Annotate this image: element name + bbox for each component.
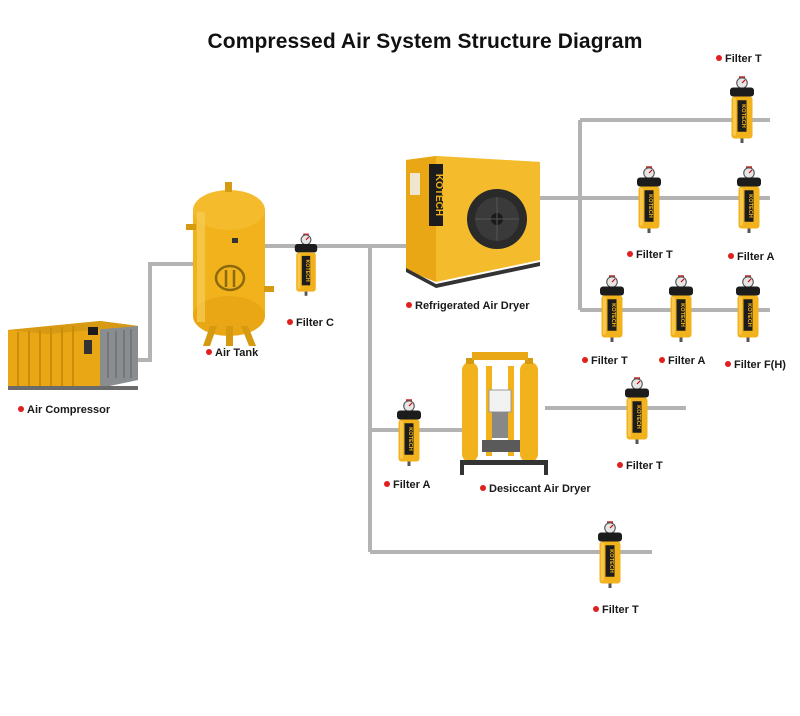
marker-dot	[728, 253, 734, 259]
marker-dot	[287, 319, 293, 325]
marker-dot	[384, 481, 390, 487]
air-tank	[186, 182, 274, 346]
marker-dot	[480, 485, 486, 491]
filter-fh	[735, 274, 761, 343]
label-filter-t-top: Filter T	[716, 53, 762, 66]
label-filter-a-low: Filter A	[659, 355, 706, 368]
label-filter-t-bottom: Filter T	[593, 604, 639, 617]
label-filter-a-desiccant: Filter A	[384, 479, 431, 492]
filter-a-desiccant	[396, 398, 422, 467]
label-filter-t-low: Filter T	[582, 355, 628, 368]
label-desiccant-air-dryer: Desiccant Air Dryer	[480, 483, 591, 496]
diagram-title: Compressed Air System Structure Diagram	[207, 30, 643, 53]
filter-a-mid	[736, 165, 762, 234]
marker-dot	[659, 357, 665, 363]
label-air-compressor: Air Compressor	[18, 404, 110, 417]
svg-text:KOTECH: KOTECH	[433, 174, 444, 216]
label-filter-t-desiccant: Filter T	[617, 460, 663, 473]
marker-dot	[716, 55, 722, 61]
marker-dot	[206, 349, 212, 355]
filter-t-top	[729, 75, 755, 144]
marker-dot	[725, 361, 731, 367]
refrigerated-air-dryer: KOTECH	[406, 156, 540, 288]
desiccant-air-dryer	[460, 352, 548, 475]
label-filter-t-mid: Filter T	[627, 249, 673, 262]
filter-t-desiccant	[624, 376, 650, 445]
filter-c	[294, 232, 318, 297]
label-filter-a-mid: Filter A	[728, 251, 775, 264]
filter-t-bottom	[597, 520, 623, 589]
filter-t-low	[599, 274, 625, 343]
marker-dot	[406, 302, 412, 308]
label-refrigerated-air-dryer: Refrigerated Air Dryer	[406, 300, 530, 313]
marker-dot	[582, 357, 588, 363]
label-filter-c: Filter C	[287, 317, 334, 330]
filter-a-low	[668, 274, 694, 343]
marker-dot	[627, 251, 633, 257]
marker-dot	[617, 462, 623, 468]
label-air-tank: Air Tank	[206, 347, 258, 360]
air-compressor	[8, 321, 138, 390]
marker-dot	[18, 406, 24, 412]
filter-t-mid	[636, 165, 662, 234]
label-filter-fh: Filter F(H)	[725, 359, 786, 372]
marker-dot	[593, 606, 599, 612]
